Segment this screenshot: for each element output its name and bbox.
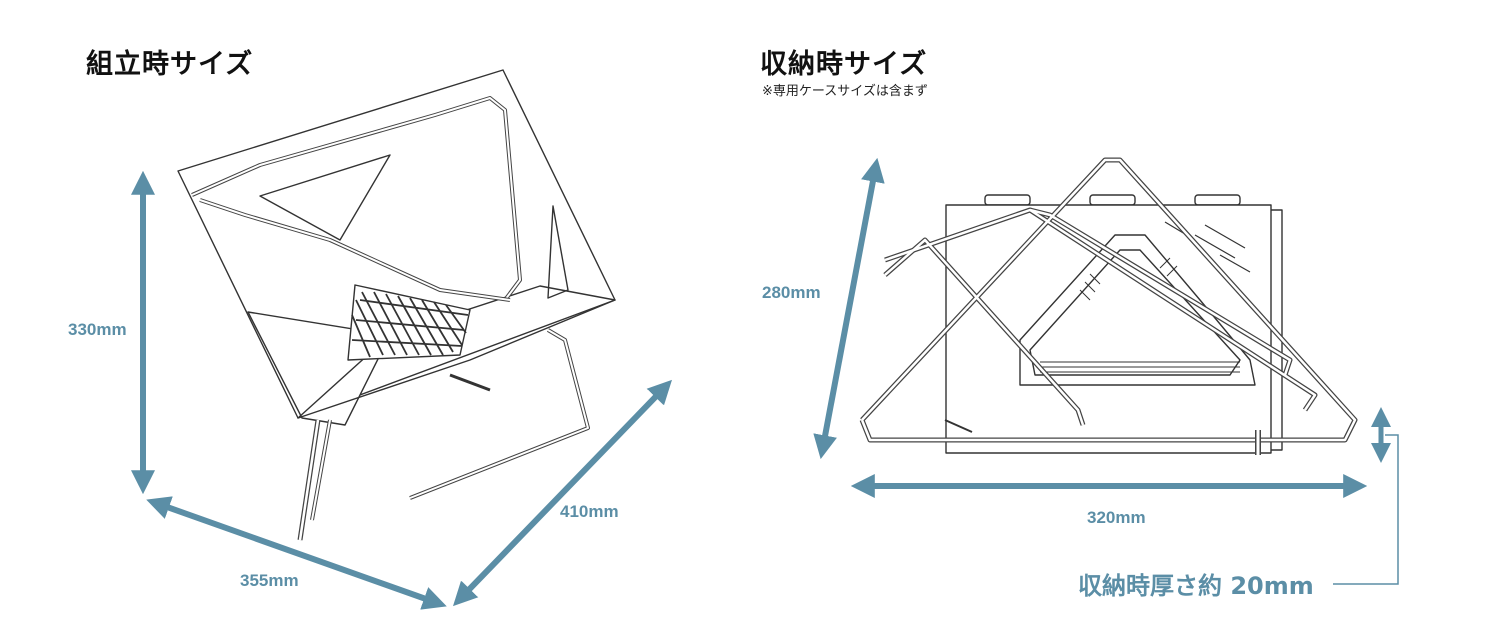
assembled-depth-label: 410mm (560, 502, 619, 521)
stored-dimension-arrows (813, 157, 1391, 498)
stored-fire-pit-drawing (859, 157, 1358, 455)
assembled-dimension-arrows (131, 170, 673, 610)
stored-height-arrow (813, 157, 885, 460)
assembled-height-label: 330mm (68, 320, 127, 339)
depth-arrow (452, 379, 673, 607)
stored-width-label: 320mm (1087, 508, 1146, 527)
stored-height-label: 280mm (762, 283, 821, 302)
stored-title: 収納時サイズ (760, 49, 928, 80)
thickness-leader-line (1333, 434, 1399, 585)
assembled-title: 組立時サイズ (86, 49, 254, 80)
assembled-width-label: 355mm (240, 571, 299, 590)
stored-thickness-label: 収納時厚さ約 20mm (1078, 572, 1314, 600)
assembled-fire-pit-drawing (177, 69, 616, 541)
width-arrow (146, 496, 447, 610)
stored-note: ※専用ケースサイズは含まず (762, 84, 928, 99)
